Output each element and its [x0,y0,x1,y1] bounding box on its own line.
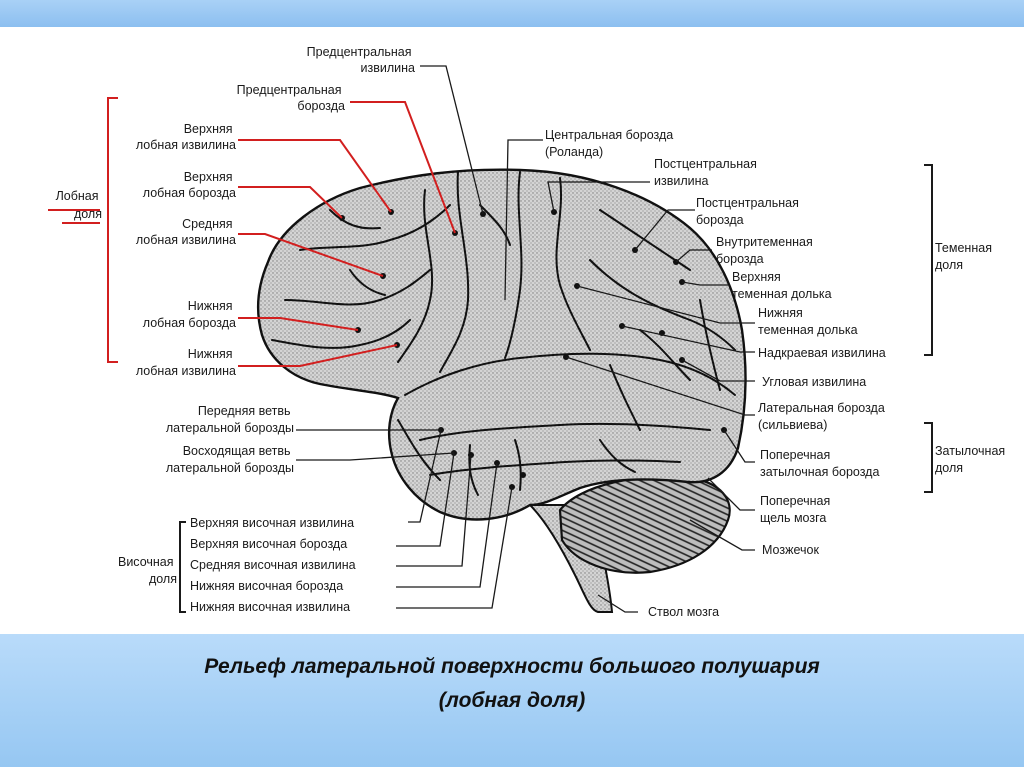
label-central-sulcus: Центральная борозда (Роланда) [545,128,677,159]
group-brackets [48,97,933,613]
group-label-frontal: Лобная доля [56,189,102,221]
label-superior-temporal-sulcus: Верхняя височная борозда [190,537,347,551]
label-postcentral-gyrus: Постцентральная извилина [654,157,760,188]
label-superior-frontal-sulcus: Верхняя лобная борозда [143,170,236,200]
slide-caption: Рельеф латеральной поверхности большого … [0,650,1024,718]
label-inferior-frontal-gyrus: Нижняя лобная извилина [136,347,236,378]
group-label-occipital: Затылочная доля [935,444,1009,475]
label-inferior-temporal-sulcus: Нижняя височная борозда [190,579,343,593]
label-postcentral-sulcus: Постцентральная борозда [696,196,802,227]
caption-band [0,634,1024,767]
label-cerebellum: Мозжечок [762,543,819,557]
labels: Предцентральная извилина Предцентральная… [136,45,888,619]
group-labels: Лобная доля Теменная доля Затылочная дол… [56,189,1009,586]
label-inferior-temporal-gyrus: Нижняя височная извилина [190,600,350,614]
top-band [0,0,1024,27]
label-inferior-frontal-sulcus: Нижняя лобная борозда [143,299,236,330]
label-transverse-fissure: Поперечная щель мозга [760,494,834,525]
label-superior-temporal-gyrus: Верхняя височная извилина [190,516,354,530]
label-precentral-gyrus: Предцентральная извилина [307,45,415,75]
label-anterior-ramus: Передняя ветвь латеральной борозды [166,404,294,435]
label-brainstem: Ствол мозга [648,605,719,619]
label-lateral-sulcus: Латеральная борозда (сильвиева) [758,401,888,432]
label-supramarginal-gyrus: Надкраевая извилина [758,346,886,360]
label-superior-parietal-lobule: Верхняя теменная долька [732,270,832,301]
label-inferior-parietal-lobule: Нижняя теменная долька [758,306,858,337]
black-leaders [296,65,755,613]
label-middle-frontal-gyrus: Средняя лобная извилина [136,217,236,247]
group-label-temporal: Височная доля [118,555,177,586]
label-angular-gyrus: Угловая извилина [762,375,866,389]
sulci-lines [271,171,736,496]
frontal-leaders [238,101,456,367]
group-label-parietal: Теменная доля [935,241,995,272]
cerebellum-shape [558,475,731,574]
label-superior-frontal-gyrus: Верхняя лобная извилина [136,122,236,152]
caption-line-2: (лобная доля) [438,689,586,712]
caption-line-1: Рельеф латеральной поверхности большого … [204,655,820,678]
label-precentral-sulcus: Предцентральная борозда [237,83,345,113]
label-intraparietal-sulcus: Внутритеменная борозда [716,235,816,266]
label-transverse-occipital-sulcus: Поперечная затылочная борозда [760,448,879,479]
label-middle-temporal-gyrus: Средняя височная извилина [190,558,356,572]
label-ascending-ramus: Восходящая ветвь латеральной борозды [166,444,294,475]
hemisphere-shape [257,168,747,521]
